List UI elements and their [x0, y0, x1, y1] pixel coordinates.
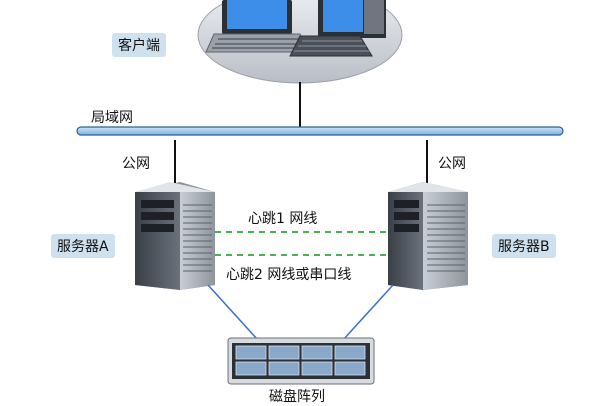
client-computers-icon — [197, 0, 403, 84]
heartbeat2-label: 心跳2 网线或串口线 — [226, 267, 352, 283]
server-a-icon — [135, 182, 215, 290]
public-net-left-label: 公网 — [122, 156, 150, 172]
storage-link-b — [342, 284, 394, 341]
heartbeat1-label: 心跳1 网线 — [248, 211, 318, 227]
server-a-label: 服务器A — [51, 234, 115, 258]
server-b-icon — [388, 182, 468, 290]
storage-link-a — [207, 284, 259, 341]
lan-label: 局域网 — [91, 110, 133, 126]
server-b-label: 服务器B — [492, 234, 556, 258]
public-net-right-label: 公网 — [438, 156, 466, 172]
storage-label: 磁盘阵列 — [269, 389, 325, 405]
client-label: 客户端 — [112, 33, 166, 57]
lan-bus — [76, 126, 564, 136]
disk-array-icon — [227, 337, 375, 385]
